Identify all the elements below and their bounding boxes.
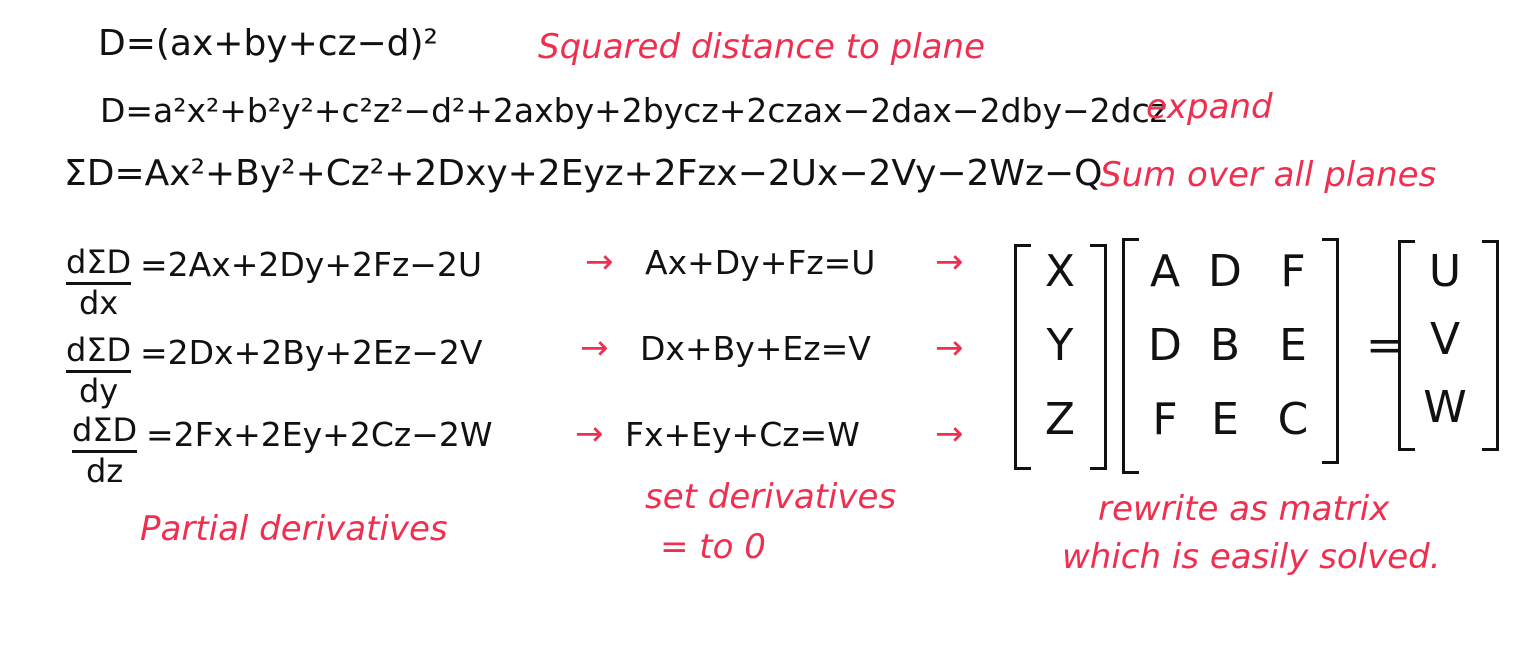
annotation-expand: expand <box>1146 87 1273 127</box>
matrix-cell: A <box>1149 246 1181 297</box>
matrix-bracket-right <box>1090 244 1107 470</box>
matrix-bracket-right <box>1482 240 1499 451</box>
fraction-bar <box>72 450 138 453</box>
equation-expanded: D=a²x²+b²y²+c²z²−d²+2axby+2bycz+2czax−2d… <box>100 91 1168 130</box>
fraction-d-sum-d-dx: dΣD dx <box>66 243 132 322</box>
matrix-cell: E <box>1279 320 1307 371</box>
fraction-numerator: dΣD <box>66 243 132 281</box>
matrix-cell: F <box>1280 246 1306 297</box>
annotation-partial-derivatives: Partial derivatives <box>140 509 448 549</box>
annotation-sum-over-planes: Sum over all planes <box>1100 155 1437 195</box>
rhs-cell: W <box>1423 382 1467 433</box>
matrix-bracket-left <box>1014 244 1031 470</box>
equation-sum-over-planes: ΣD=Ax²+By²+Cz²+2Dxy+2Eyz+2Fzx−2Ux−2Vy−2W… <box>64 153 1103 194</box>
matrix-cell: F <box>1152 394 1178 445</box>
matrix-bracket-left <box>1122 238 1139 474</box>
fraction-d-sum-d-dz: dΣD dz <box>72 411 138 490</box>
arrow-icon: → <box>935 328 964 368</box>
fraction-bar <box>66 370 132 373</box>
annotation-set-to-zero: = to 0 <box>660 527 766 567</box>
set-equation-y: Dx+By+Ez=V <box>640 329 871 368</box>
fraction-numerator: dΣD <box>66 331 132 369</box>
matrix-bracket-right <box>1322 238 1339 464</box>
equation-squared-distance: D=(ax+by+cz−d)² <box>98 23 438 64</box>
vector-cell: Z <box>1044 394 1076 445</box>
matrix-cell: D <box>1148 320 1182 371</box>
matrix-cell: D <box>1208 246 1242 297</box>
matrix-cell: E <box>1211 394 1239 445</box>
matrix-cell: B <box>1209 320 1241 371</box>
fraction-numerator: dΣD <box>72 411 138 449</box>
vector-cell: Y <box>1046 320 1074 371</box>
vector-cell: X <box>1044 246 1076 297</box>
arrow-icon: → <box>585 242 614 282</box>
rhs-cell: U <box>1428 246 1462 297</box>
set-equation-x: Ax+Dy+Fz=U <box>645 243 876 282</box>
rhs-cell: V <box>1429 314 1461 365</box>
derivative-z-rhs: =2Fx+2Ey+2Cz−2W <box>146 415 493 454</box>
equals-sign: = <box>1366 320 1403 371</box>
fraction-d-sum-d-dy: dΣD dy <box>66 331 132 410</box>
annotation-set-derivatives: set derivatives <box>645 477 897 517</box>
fraction-bar <box>66 282 132 285</box>
derivative-x-rhs: =2Ax+2Dy+2Fz−2U <box>140 245 483 284</box>
annotation-squared-distance: Squared distance to plane <box>538 27 985 67</box>
fraction-denominator: dy <box>78 372 119 410</box>
arrow-icon: → <box>935 242 964 282</box>
matrix-bracket-left <box>1398 240 1415 451</box>
arrow-icon: → <box>575 414 604 454</box>
fraction-denominator: dz <box>86 452 124 490</box>
fraction-denominator: dx <box>78 284 119 322</box>
arrow-icon: → <box>935 414 964 454</box>
annotation-rewrite-as-matrix: rewrite as matrix <box>1098 489 1390 529</box>
derivative-y-rhs: =2Dx+2By+2Ez−2V <box>140 333 483 372</box>
annotation-easily-solved: which is easily solved. <box>1062 537 1441 577</box>
set-equation-z: Fx+Ey+Cz=W <box>625 415 860 454</box>
matrix-cell: C <box>1277 394 1309 445</box>
arrow-icon: → <box>580 328 609 368</box>
